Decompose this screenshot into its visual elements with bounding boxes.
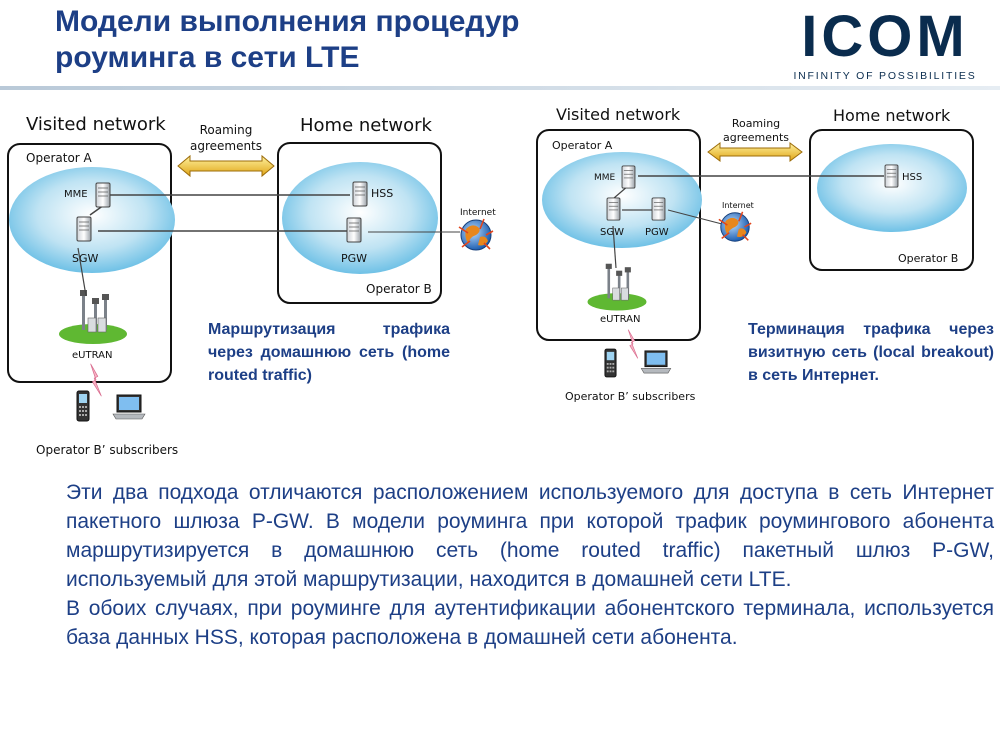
right-internet-globe-icon <box>718 211 752 243</box>
roaming-diagrams: Visited network Home network Roaming agr… <box>7 105 974 457</box>
left-pgw-label: PGW <box>341 252 367 265</box>
right-subscribers-label: Operator B’ subscribers <box>565 390 696 403</box>
left-laptop-icon <box>112 394 146 420</box>
right-mme-server-icon <box>621 165 636 189</box>
right-home-label: Home network <box>833 106 951 125</box>
right-sgw-server-icon <box>606 197 621 221</box>
body-paragraph-2: В обоих случаях, при роуминге для аутент… <box>66 597 994 649</box>
right-hss-server-icon <box>884 164 899 188</box>
left-hss-label: HSS <box>371 187 393 200</box>
left-mme-server-icon <box>95 182 111 208</box>
left-phone-icon <box>76 390 90 422</box>
left-eutran-label: eUTRAN <box>72 350 112 361</box>
right-pgw-label: PGW <box>645 227 669 238</box>
caption-local-breakout: Терминация трафика через визитную сеть (… <box>748 321 994 384</box>
caption-home-routed: Маршрутизация трафика через домашнюю сет… <box>208 321 450 384</box>
right-roaming-label-2: agreements <box>723 131 789 144</box>
company-logo: ICOM INFINITY OF POSSIBILITIES <box>780 6 990 86</box>
right-eutran-label: eUTRAN <box>600 314 640 325</box>
right-sgw-label: SGW <box>600 227 624 238</box>
right-roaming-label-1: Roaming <box>732 117 780 130</box>
left-sgw-eutran-link <box>77 247 87 297</box>
right-visited-label: Visited network <box>556 105 681 124</box>
right-operator-b: Operator B <box>898 252 958 265</box>
title-line-1: Модели выполнения процедур <box>55 5 520 38</box>
right-sgw-eutran-link <box>612 225 617 269</box>
title-line-2: роуминга в сети LTE <box>55 41 360 74</box>
left-mme-label: MME <box>64 189 88 200</box>
right-home-cloud <box>817 144 967 232</box>
left-visited-label: Visited network <box>26 114 166 135</box>
logo-text: ICOM <box>801 4 969 69</box>
left-operator-b: Operator B <box>366 282 432 296</box>
body-text: Эти два подхода отличаются расположением… <box>66 478 994 652</box>
right-operator-a: Operator A <box>552 139 613 152</box>
left-sgw-server-icon <box>76 216 92 242</box>
left-home-label: Home network <box>300 115 433 136</box>
right-internet-label: Internet <box>722 201 754 210</box>
right-laptop-icon <box>640 350 672 374</box>
left-subscribers-label: Operator B’ subscribers <box>36 443 178 457</box>
diagram-local-breakout: Visited network Home network Roaming agr… <box>536 105 974 403</box>
left-roaming-label-2: agreements <box>190 139 262 153</box>
left-roaming-label-1: Roaming <box>200 123 253 137</box>
left-visited-cloud <box>9 167 175 273</box>
right-roaming-arrow <box>707 142 803 162</box>
right-mme-label: MME <box>594 173 616 183</box>
header-divider <box>0 86 1000 90</box>
left-pgw-server-icon <box>346 217 362 243</box>
left-hss-server-icon <box>352 181 368 207</box>
right-pgw-internet-link <box>667 209 723 225</box>
left-sgw-label: SGW <box>72 252 99 265</box>
body-paragraph-1: Эти два подхода отличаются расположением… <box>66 481 994 591</box>
page-title: Модели выполнения процедур роуминга в се… <box>55 4 675 76</box>
diagram-home-routed: Visited network Home network Roaming agr… <box>7 114 496 457</box>
right-hss-label: HSS <box>902 172 922 183</box>
right-phone-icon <box>604 348 617 378</box>
left-internet-globe-icon <box>458 218 494 251</box>
left-internet-label: Internet <box>460 208 496 218</box>
right-pgw-server-icon <box>651 197 666 221</box>
left-operator-a: Operator A <box>26 151 93 165</box>
logo-tagline: INFINITY OF POSSIBILITIES <box>793 70 977 82</box>
left-roaming-arrow <box>177 154 275 178</box>
